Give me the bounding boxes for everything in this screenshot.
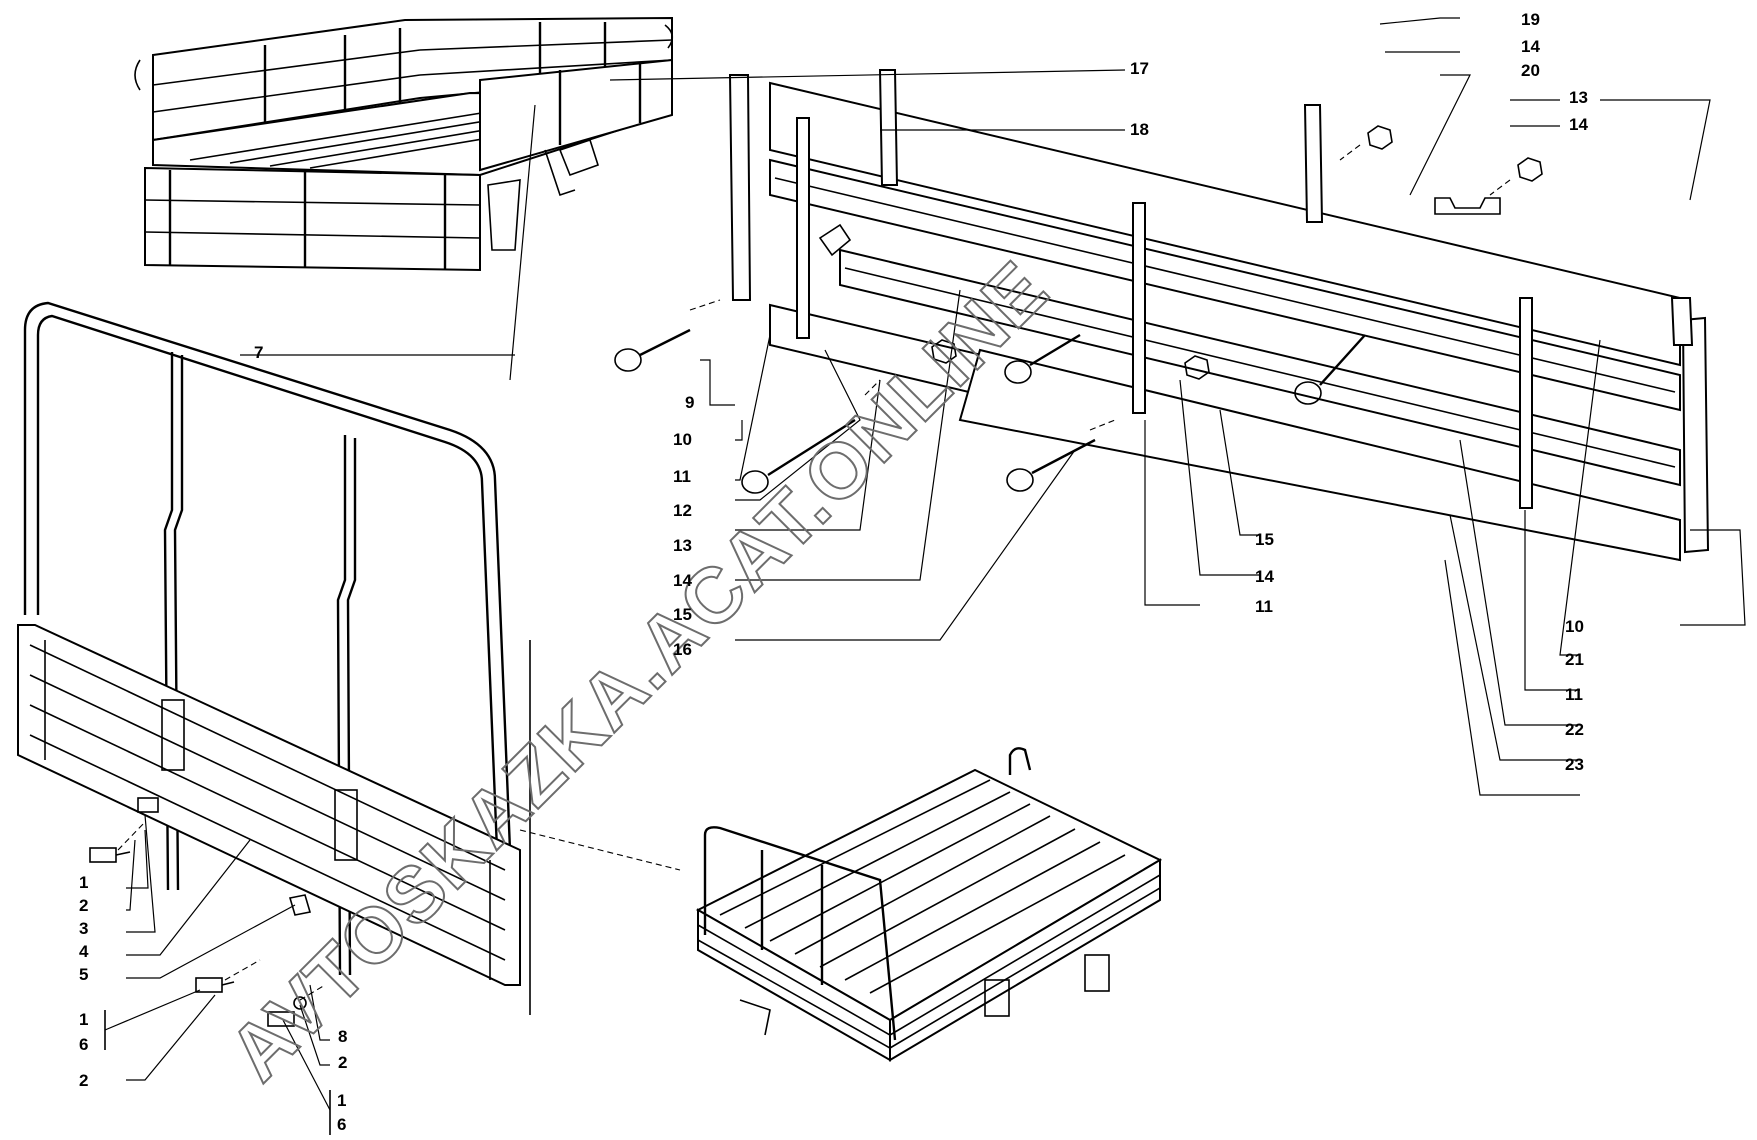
- assembled-platform-view: [134, 16, 674, 272]
- callout-4: 4: [79, 942, 89, 961]
- callout-14: 14: [1569, 115, 1588, 134]
- callout-20: 20: [1521, 61, 1540, 80]
- bolt-icon: [1004, 333, 1081, 384]
- bolt-icon: [195, 977, 235, 993]
- callout-5: 5: [79, 965, 88, 984]
- callout-6: 6: [79, 1035, 88, 1054]
- callout-10: 10: [673, 430, 692, 449]
- bolt-icon: [1006, 438, 1096, 492]
- bolt-icon: [741, 418, 856, 494]
- callout-15: 15: [1255, 530, 1274, 549]
- side-board-exploded-view: [614, 69, 1710, 562]
- callout-19: 19: [1521, 10, 1540, 29]
- callout-11: 11: [673, 467, 691, 486]
- callout-8: 8: [338, 1027, 347, 1046]
- callout-14: 14: [1521, 37, 1540, 56]
- callout-13: 13: [1569, 88, 1588, 107]
- callout-2: 2: [79, 896, 88, 915]
- front-board-assembly: [17, 301, 681, 1027]
- callout-11: 11: [1255, 597, 1273, 616]
- complete-platform-view: [695, 747, 1163, 1062]
- callout-14: 14: [673, 571, 692, 590]
- bolt-icon: [267, 996, 307, 1027]
- callout-17: 17: [1130, 59, 1149, 78]
- nut-icon: [1517, 157, 1543, 182]
- callout-18: 18: [1130, 120, 1149, 139]
- bolt-icon: [614, 328, 691, 372]
- nut-icon: [931, 339, 957, 364]
- callout-1: 1: [79, 1010, 88, 1029]
- leader-lines: [104, 17, 1746, 1135]
- callout-9: 9: [685, 393, 694, 412]
- nut-icon: [1367, 125, 1393, 150]
- callout-21: 21: [1565, 650, 1584, 669]
- callout-2: 2: [338, 1053, 347, 1072]
- callout-14: 14: [1255, 567, 1274, 586]
- callout-13: 13: [673, 536, 692, 555]
- callout-16: 16: [673, 640, 692, 659]
- callout-22: 22: [1565, 720, 1584, 739]
- callout-1: 1: [79, 873, 88, 892]
- callout-6: 6: [337, 1115, 346, 1134]
- callout-23: 23: [1565, 755, 1584, 774]
- callout-12: 12: [673, 501, 692, 520]
- callout-1: 1: [337, 1091, 346, 1110]
- callout-2: 2: [79, 1071, 88, 1090]
- callout-labels: 1 2 3 4 5 1 6 2 8 2 1 6 7 9 10 11 12 13 …: [79, 10, 1588, 1134]
- callout-10: 10: [1565, 617, 1584, 636]
- bolt-icon: [1294, 334, 1366, 405]
- bolt-icon: [89, 847, 131, 863]
- callout-7: 7: [254, 343, 263, 362]
- callout-3: 3: [79, 919, 88, 938]
- callout-11: 11: [1565, 685, 1583, 704]
- callout-15: 15: [673, 605, 692, 624]
- nut-icon: [1184, 355, 1210, 380]
